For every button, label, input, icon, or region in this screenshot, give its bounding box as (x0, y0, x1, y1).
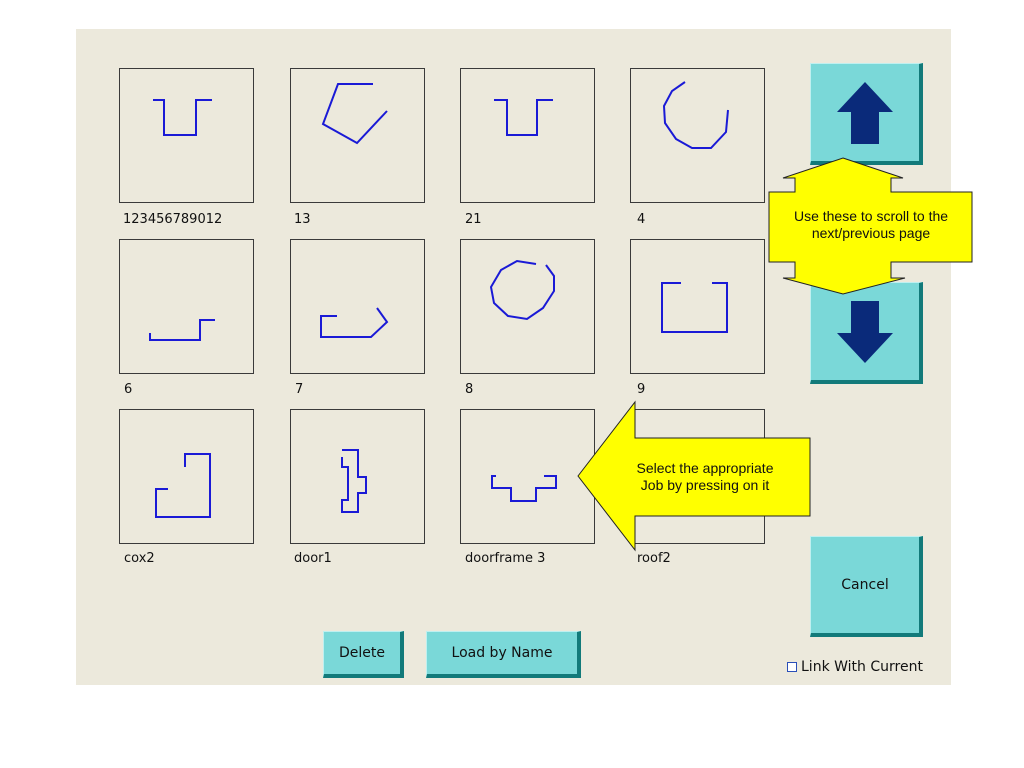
job-label: 7 (295, 382, 304, 397)
delete-button-label: Delete (339, 645, 385, 661)
select-hint-line2: Job by pressing on it (640, 477, 770, 493)
job-label: 8 (465, 382, 474, 397)
job-tile-7[interactable] (290, 239, 425, 374)
job-label: doorframe 3 (465, 551, 546, 566)
link-with-current-label: Link With Current (801, 659, 923, 675)
scroll-hint-callout (768, 157, 973, 295)
job-tile-123456789012[interactable] (119, 68, 254, 203)
job-tile-4[interactable] (630, 68, 765, 203)
box-channel-shape-icon (661, 282, 728, 333)
job-label: 13 (294, 212, 311, 227)
job-label: 21 (465, 212, 482, 227)
u-channel-shape-icon (494, 99, 553, 136)
u-channel-shape-icon (153, 99, 212, 136)
scroll-down-button[interactable] (810, 282, 923, 384)
job-label: 9 (637, 382, 646, 397)
delete-button[interactable]: Delete (323, 631, 404, 678)
job-label: door1 (294, 551, 332, 566)
z-flashing-shape-icon (149, 319, 215, 341)
select-job-callout (577, 400, 811, 552)
circle-shape-icon (489, 259, 555, 321)
circle-shape-icon (662, 81, 729, 149)
select-hint-line1: Select the appropriate (636, 460, 774, 476)
job-tile-9[interactable] (630, 239, 765, 374)
tray-shape-icon (320, 307, 389, 338)
door-profile-shape-icon (341, 449, 367, 513)
job-label: 4 (637, 212, 646, 227)
load-by-name-button[interactable]: Load by Name (426, 631, 581, 678)
job-tile-doorframe-3[interactable] (460, 409, 595, 544)
job-tile-8[interactable] (460, 239, 595, 374)
scroll-hint-line2: next/previous page (811, 225, 931, 241)
job-label: cox2 (124, 551, 155, 566)
job-label: roof2 (637, 551, 671, 566)
bracket-shape-icon (155, 453, 211, 518)
cancel-button-label: Cancel (841, 577, 889, 593)
doorframe-shape-icon (491, 475, 557, 502)
job-label: 6 (124, 382, 133, 397)
scroll-hint-line1: Use these to scroll to the (793, 208, 949, 224)
job-tile-13[interactable] (290, 68, 425, 203)
job-tile-door1[interactable] (290, 409, 425, 544)
job-tile-cox2[interactable] (119, 409, 254, 544)
link-with-current-checkbox[interactable] (787, 662, 797, 672)
job-tile-21[interactable] (460, 68, 595, 203)
up-arrow-icon (837, 81, 893, 144)
pentagon-shape-icon (321, 83, 388, 145)
load-by-name-button-label: Load by Name (451, 645, 553, 661)
down-arrow-icon (837, 300, 893, 363)
cancel-button[interactable]: Cancel (810, 536, 923, 637)
scroll-up-button[interactable] (810, 63, 923, 165)
job-tile-6[interactable] (119, 239, 254, 374)
job-label: 123456789012 (123, 212, 223, 227)
